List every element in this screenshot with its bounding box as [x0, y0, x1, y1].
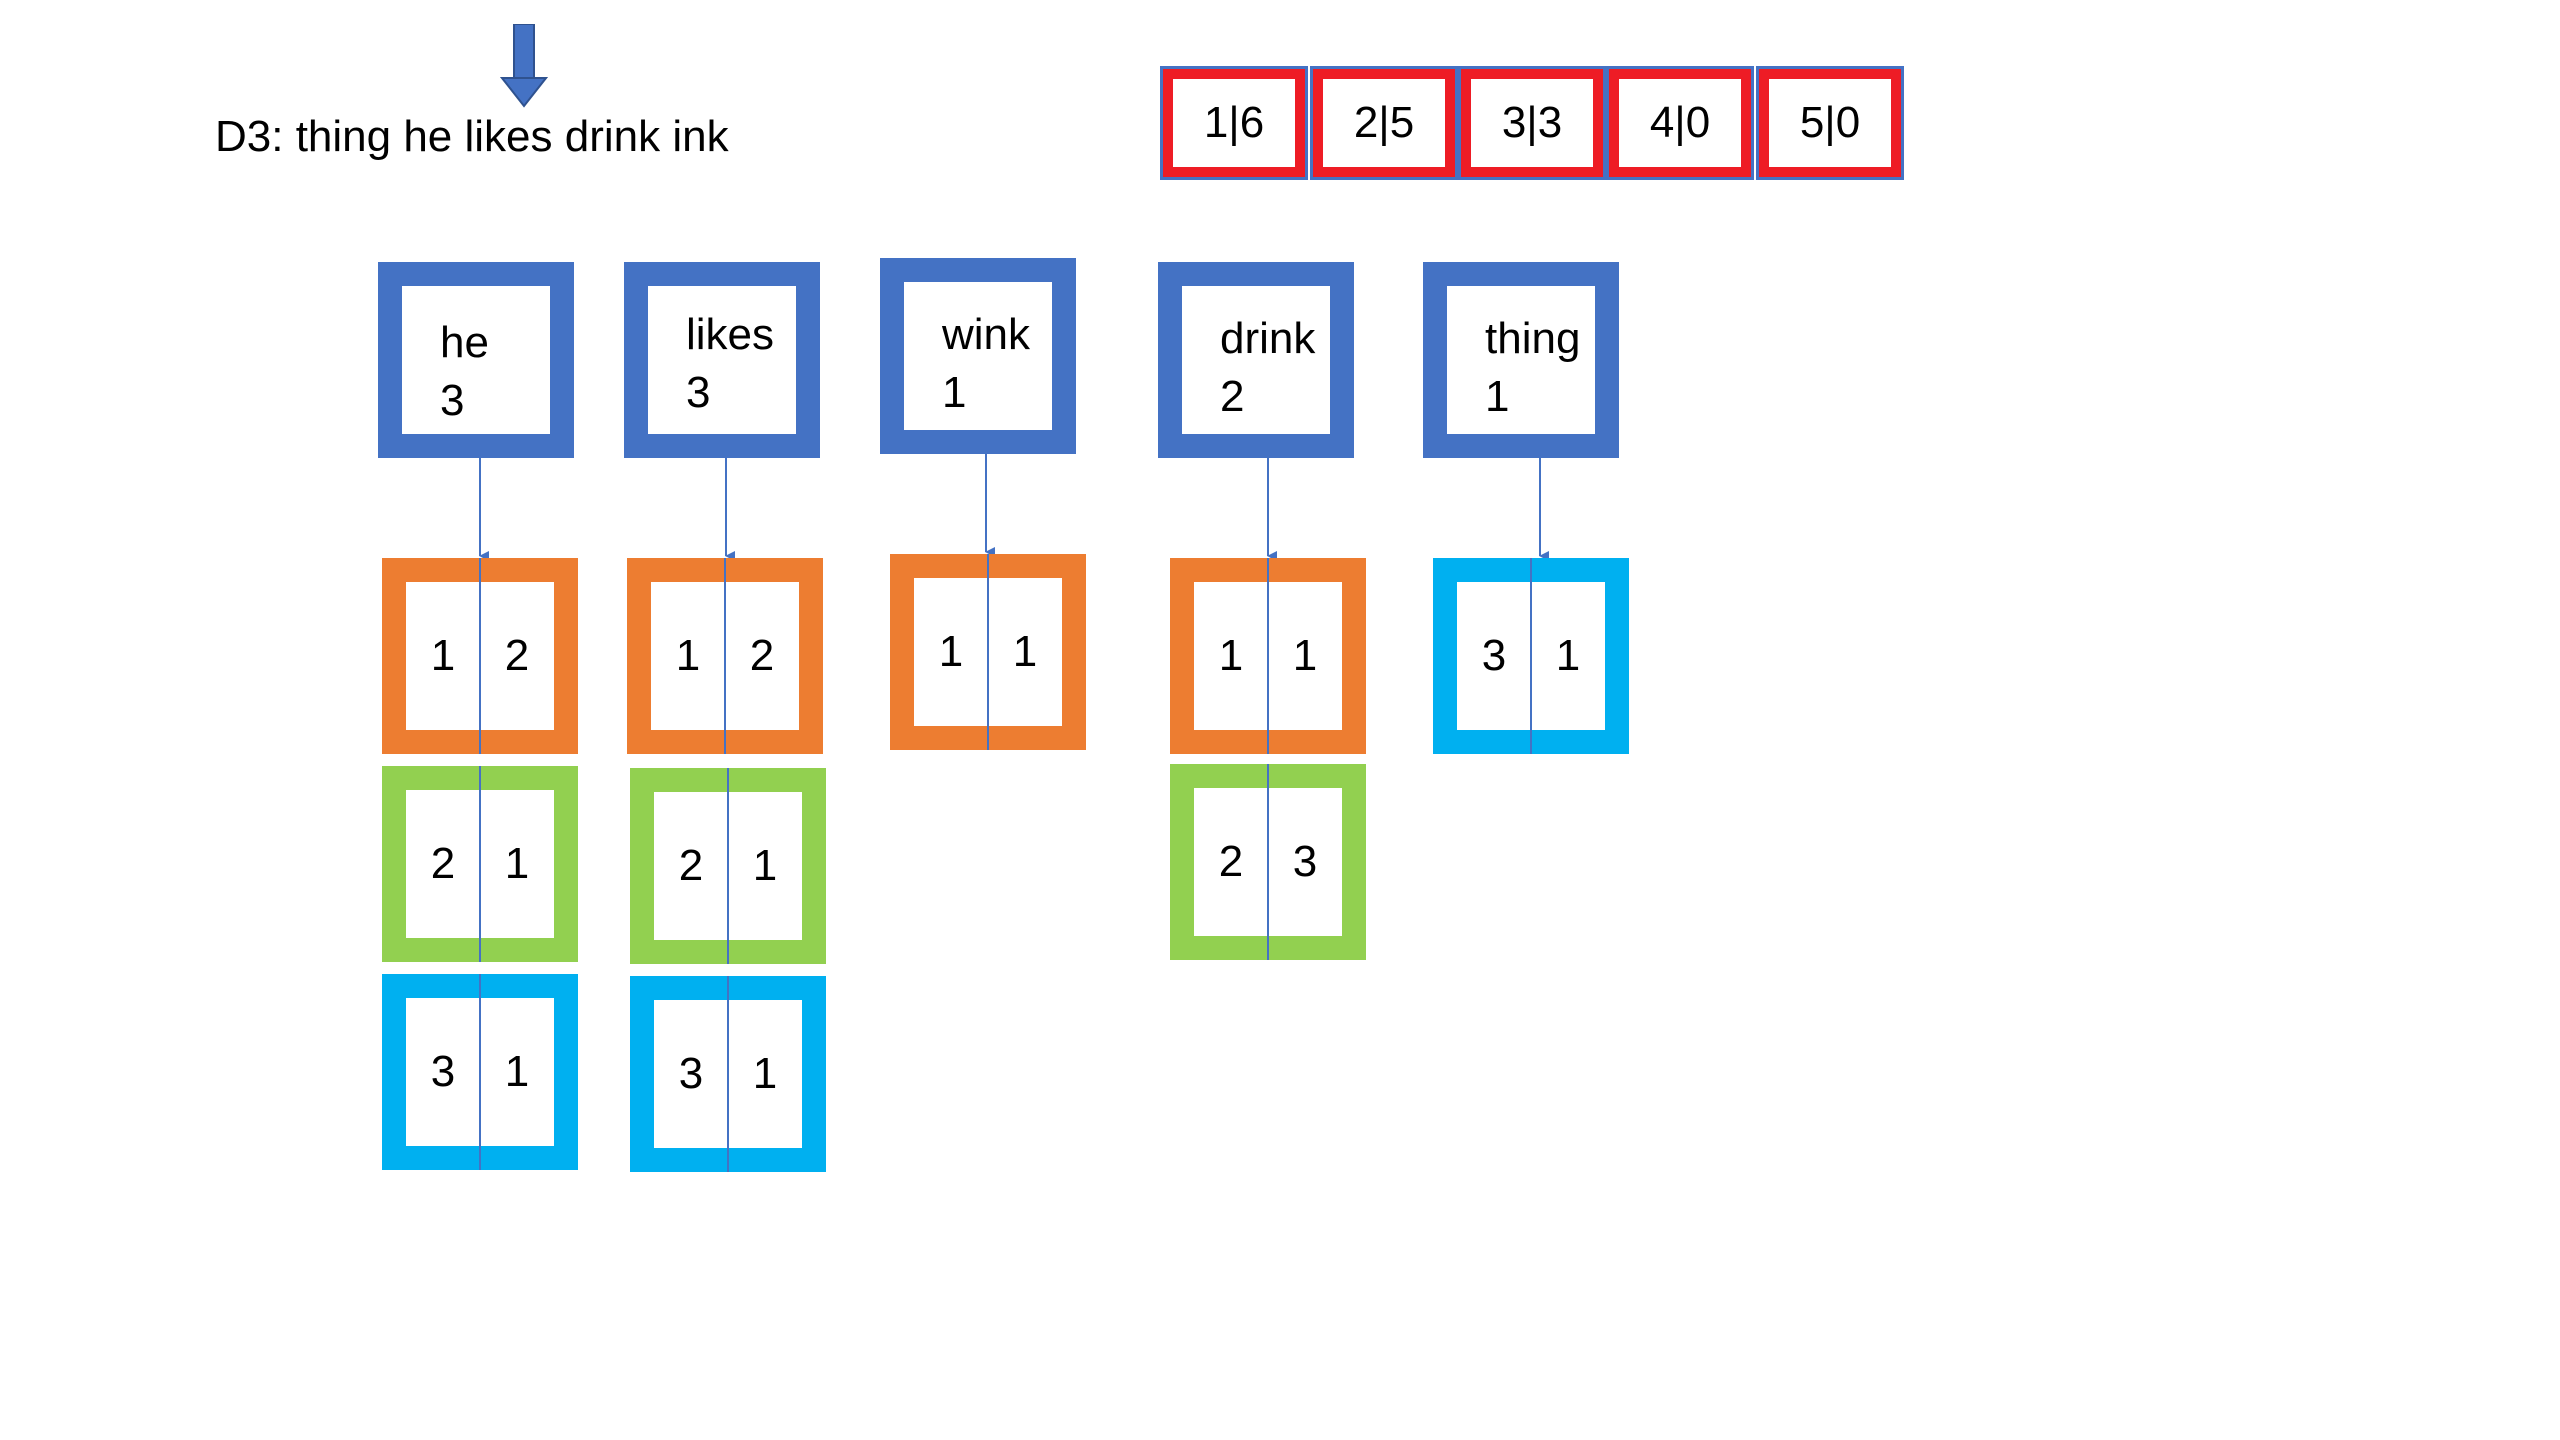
- posting-box: 1 1: [1170, 558, 1366, 754]
- term-df: 1: [942, 368, 967, 417]
- posting-tf: 1: [752, 1049, 778, 1098]
- posting-box: 2 3: [1170, 764, 1366, 960]
- posting-box: 1 2: [627, 558, 823, 754]
- posting-box: 2 1: [382, 766, 578, 962]
- doc-length-cell: 5|0: [1756, 66, 1904, 180]
- term-word: thing: [1485, 314, 1581, 363]
- posting-doc-id: 1: [675, 631, 701, 680]
- term-df: 3: [686, 368, 711, 417]
- term-box-drink: drink 2: [1158, 262, 1354, 458]
- posting-box: 3 1: [382, 974, 578, 1170]
- term-df: 1: [1485, 372, 1510, 421]
- posting-doc-id: 3: [430, 1047, 456, 1096]
- doc-length-label: 5|0: [1799, 98, 1861, 147]
- posting-tf: 1: [752, 841, 778, 890]
- doc-length-cell: 3|3: [1458, 66, 1606, 180]
- term-word: likes: [686, 310, 775, 359]
- term-box-wink: wink 1: [880, 258, 1076, 454]
- posting-doc-id: 1: [938, 627, 964, 676]
- term-box-he: he 3: [378, 262, 574, 458]
- term-df: 2: [1220, 372, 1245, 421]
- posting-tf: 1: [1292, 631, 1318, 680]
- posting-doc-id: 1: [430, 631, 456, 680]
- term-word: drink: [1220, 314, 1316, 363]
- doc-length-label: 3|3: [1501, 98, 1563, 147]
- posting-doc-id: 1: [1218, 631, 1244, 680]
- posting-tf: 2: [749, 631, 775, 680]
- posting-box: 3 1: [1433, 558, 1629, 754]
- posting-tf: 1: [1555, 631, 1581, 680]
- doc-length-cell: 2|5: [1310, 66, 1458, 180]
- posting-box: 1 2: [382, 558, 578, 754]
- posting-doc-id: 2: [1218, 837, 1244, 886]
- doc-length-label: 2|5: [1353, 98, 1415, 147]
- doc-length-cell: 1|6: [1160, 66, 1308, 180]
- posting-box: 1 1: [890, 554, 1086, 750]
- down-arrow-icon: [500, 24, 548, 108]
- term-word: he: [440, 318, 489, 367]
- doc-length-label: 1|6: [1203, 98, 1265, 147]
- posting-box: 3 1: [630, 976, 826, 1172]
- posting-tf: 2: [504, 631, 530, 680]
- posting-tf: 1: [1012, 627, 1038, 676]
- posting-box: 2 1: [630, 768, 826, 964]
- posting-doc-id: 2: [678, 841, 704, 890]
- term-box-likes: likes 3: [624, 262, 820, 458]
- doc-length-label: 4|0: [1649, 98, 1711, 147]
- posting-tf: 1: [504, 839, 530, 888]
- term-df: 3: [440, 376, 465, 425]
- term-word: wink: [942, 310, 1031, 359]
- document-caption: D3: thing he likes drink ink: [215, 112, 729, 161]
- doc-length-cell: 4|0: [1606, 66, 1754, 180]
- posting-doc-id: 2: [430, 839, 456, 888]
- posting-doc-id: 3: [678, 1049, 704, 1098]
- posting-tf: 1: [504, 1047, 530, 1096]
- posting-tf: 3: [1292, 837, 1318, 886]
- posting-doc-id: 3: [1481, 631, 1507, 680]
- term-box-thing: thing 1: [1423, 262, 1619, 458]
